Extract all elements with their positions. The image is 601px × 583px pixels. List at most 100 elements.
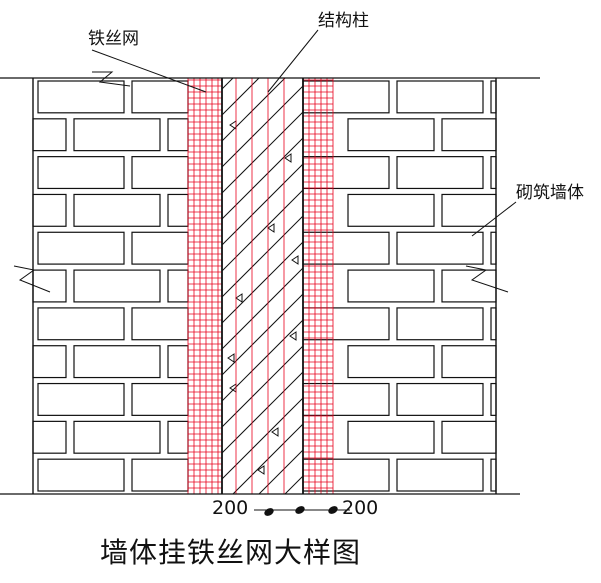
- aggregate-mark: [235, 293, 243, 303]
- brick: [131, 156, 189, 190]
- brick: [32, 420, 67, 454]
- aggregate-mark: [291, 255, 299, 265]
- brick: [32, 269, 67, 303]
- column-hatch-line: [258, 449, 304, 495]
- column-hatch-line: [221, 77, 260, 116]
- column-hatch-line: [221, 163, 304, 246]
- wire-mesh: [187, 78, 334, 495]
- brick: [347, 269, 435, 303]
- column-hatch-line: [221, 371, 304, 454]
- aggregate-mark: [284, 153, 292, 163]
- brick: [37, 156, 125, 190]
- column-hatch-line: [221, 293, 304, 376]
- brick: [347, 118, 435, 152]
- brick: [32, 345, 67, 379]
- brick: [396, 382, 484, 416]
- brick: [396, 80, 484, 114]
- masonry-wall-label: 砌筑墙体: [516, 183, 584, 203]
- break-mark: [13, 265, 51, 293]
- structural-column-leader: [267, 29, 319, 93]
- brick: [37, 307, 125, 341]
- column-hatch-line: [221, 85, 304, 168]
- aggregate-mark: [227, 353, 235, 363]
- brick: [32, 118, 67, 152]
- column-hatch-line: [221, 189, 304, 272]
- brick: [302, 382, 390, 416]
- dimension-right-label: 200: [342, 497, 378, 519]
- column-hatch-line: [221, 77, 234, 90]
- structural-column: [221, 77, 304, 495]
- aggregate-mark: [267, 223, 275, 233]
- structural-column-label: 结构柱: [318, 11, 369, 31]
- brick: [167, 269, 189, 303]
- column-hatch-line: [221, 345, 304, 428]
- column-hatch-line: [284, 475, 304, 495]
- brick: [490, 307, 497, 341]
- brick: [167, 345, 189, 379]
- drawing-outline: [0, 77, 540, 495]
- brick: [347, 420, 435, 454]
- brick: [302, 156, 390, 190]
- drawing-title: 墙体挂铁丝网大样图: [100, 536, 361, 569]
- column-hatch-line: [221, 397, 304, 480]
- brick: [37, 458, 125, 492]
- brick: [73, 193, 161, 227]
- column-hatch-line: [221, 77, 286, 142]
- column-hatch-line: [221, 215, 304, 298]
- brick: [32, 193, 67, 227]
- brick: [131, 458, 189, 492]
- brick: [396, 156, 484, 190]
- brick: [167, 118, 189, 152]
- brick: [396, 231, 484, 265]
- brick: [490, 458, 497, 492]
- brick: [347, 193, 435, 227]
- break-mark: [92, 71, 131, 87]
- right-masonry-wall: [302, 80, 497, 492]
- dimension-tick: [328, 506, 338, 514]
- brick: [441, 345, 497, 379]
- brick: [167, 420, 189, 454]
- column-hatch-line: [221, 111, 304, 194]
- wire-mesh-label: 铁丝网: [88, 29, 139, 49]
- brick: [302, 307, 390, 341]
- brick: [347, 345, 435, 379]
- brick: [131, 80, 189, 114]
- column-hatch-line: [221, 267, 304, 350]
- brick: [441, 118, 497, 152]
- dimension-markers: [254, 506, 350, 516]
- brick: [73, 118, 161, 152]
- brick: [490, 382, 497, 416]
- brick: [131, 307, 189, 341]
- brick: [396, 458, 484, 492]
- leader-lines: [13, 29, 517, 293]
- brick: [490, 156, 497, 190]
- aggregate-mark: [289, 331, 297, 341]
- brick: [441, 269, 497, 303]
- brick: [490, 80, 497, 114]
- dimension-tick: [295, 506, 305, 514]
- aggregate-mark: [271, 427, 279, 437]
- brick: [73, 420, 161, 454]
- brick: [37, 80, 125, 114]
- brick: [167, 193, 189, 227]
- column-hatch-line: [221, 137, 304, 220]
- masonry-wall-leader: [471, 201, 517, 237]
- dimension-tick: [264, 508, 274, 516]
- left-masonry-wall: [32, 80, 189, 492]
- brick: [131, 231, 189, 265]
- break-mark: [465, 265, 509, 293]
- brick: [131, 382, 189, 416]
- brick: [37, 231, 125, 265]
- dimension-left-label: 200: [212, 497, 248, 519]
- brick: [490, 231, 497, 265]
- brick: [73, 345, 161, 379]
- wire-mesh-leader: [91, 49, 207, 93]
- brick: [37, 382, 125, 416]
- aggregate-mark: [257, 465, 265, 475]
- brick: [441, 193, 497, 227]
- aggregate-mark: [229, 120, 237, 130]
- brick: [396, 307, 484, 341]
- brick: [73, 269, 161, 303]
- column-hatch-line: [221, 241, 304, 324]
